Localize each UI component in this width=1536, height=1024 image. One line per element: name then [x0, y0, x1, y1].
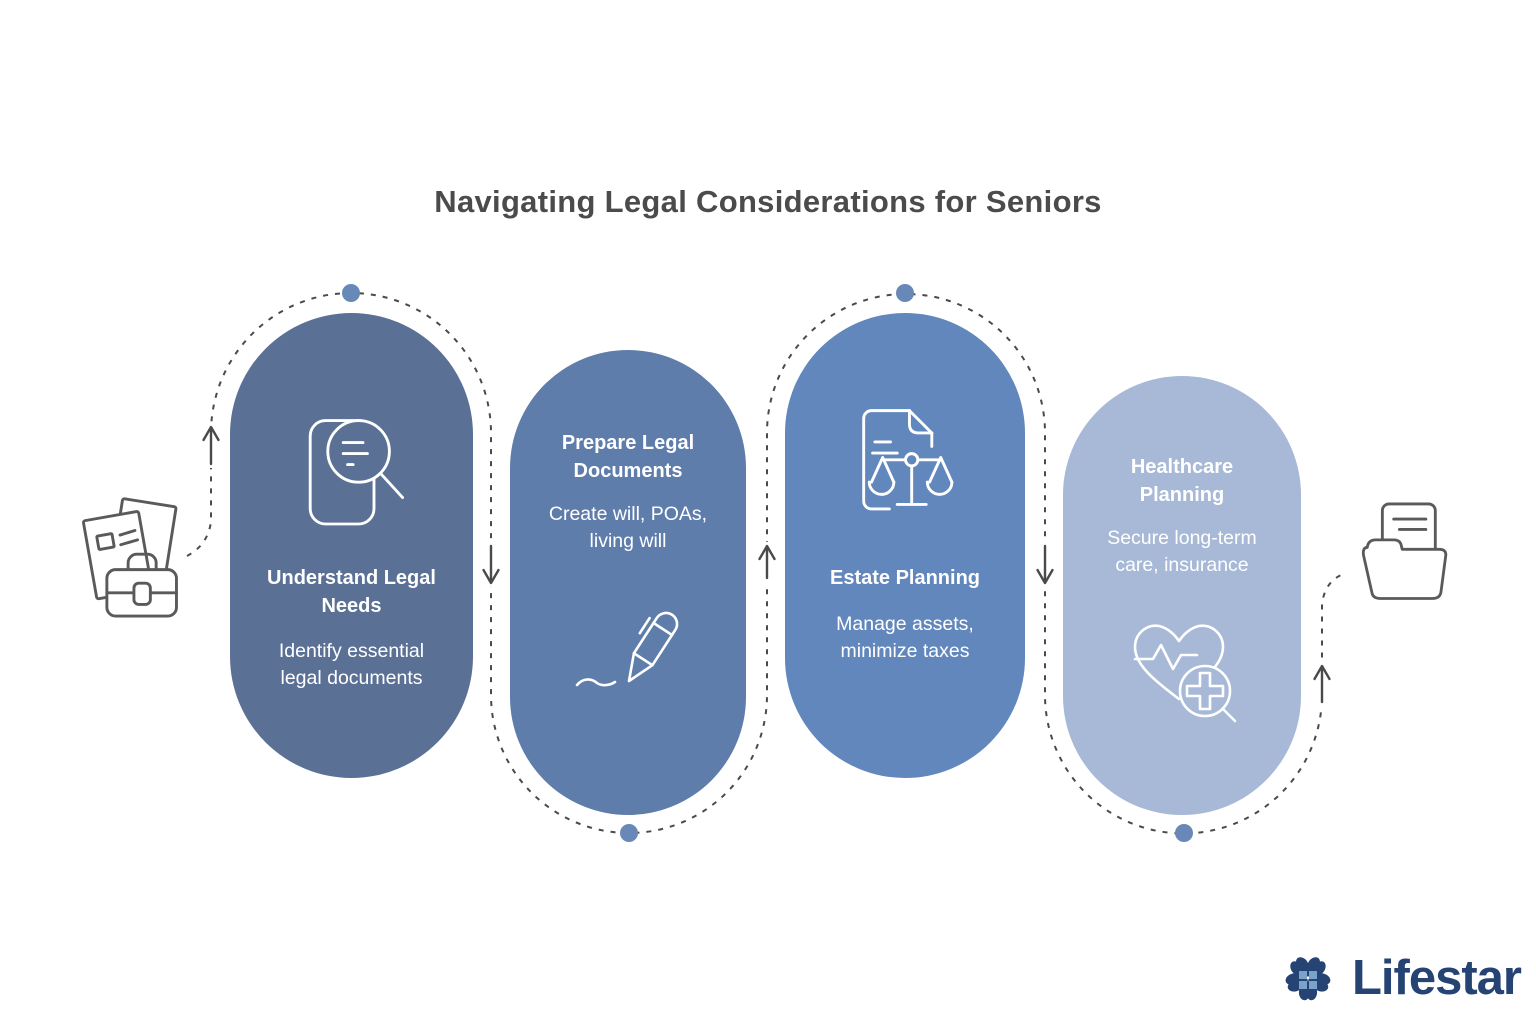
connector-dot	[1175, 824, 1193, 842]
step-description: Secure long-term care, insurance	[1107, 527, 1257, 577]
pen-signature-icon	[563, 581, 693, 711]
dashed-serpentine-path	[186, 292, 1348, 835]
step-card-estate-planning: Estate Planning Manage assets, minimize …	[785, 313, 1025, 778]
heart-pulse-magnifier-icon	[1117, 607, 1247, 737]
step-title: Understand Legal Needs	[267, 567, 436, 617]
open-folder-documents-icon	[1354, 498, 1458, 617]
step-card-prepare-legal-documents: Prepare Legal Documents Create will, POA…	[510, 350, 746, 815]
logo-text: Lifestar	[1352, 951, 1522, 1005]
arrow-up-start	[202, 425, 220, 466]
connector-dot	[896, 284, 914, 302]
step-description: Identify essential legal documents	[278, 640, 425, 690]
arrow-up-step2-step3	[758, 544, 776, 580]
step-card-understand-legal-needs: Understand Legal Needs Identify essentia…	[230, 313, 473, 778]
lifestar-logo: Lifestar	[1272, 940, 1522, 1016]
step-card-healthcare-planning: Healthcare Planning Secure long-term car…	[1063, 376, 1301, 815]
lifestar-flower-house-icon	[1285, 957, 1331, 1001]
arrow-up-end	[1313, 664, 1331, 704]
step-description: Create will, POAs, living will	[548, 503, 708, 553]
document-magnifier-icon	[286, 403, 418, 535]
document-scales-icon	[838, 395, 972, 529]
step-title: Healthcare Planning	[1130, 456, 1234, 506]
arrow-down-step1-step2	[482, 544, 500, 585]
papers-briefcase-icon	[74, 496, 190, 627]
connector-dot	[620, 824, 638, 842]
arrow-down-step3-step4	[1036, 544, 1054, 585]
page-title: Navigating Legal Considerations for Seni…	[434, 184, 1102, 219]
step-title: Estate Planning	[829, 567, 981, 589]
step-description: Manage assets, minimize taxes	[836, 612, 974, 662]
step-title: Prepare Legal Documents	[561, 432, 695, 482]
connector-dot	[342, 284, 360, 302]
